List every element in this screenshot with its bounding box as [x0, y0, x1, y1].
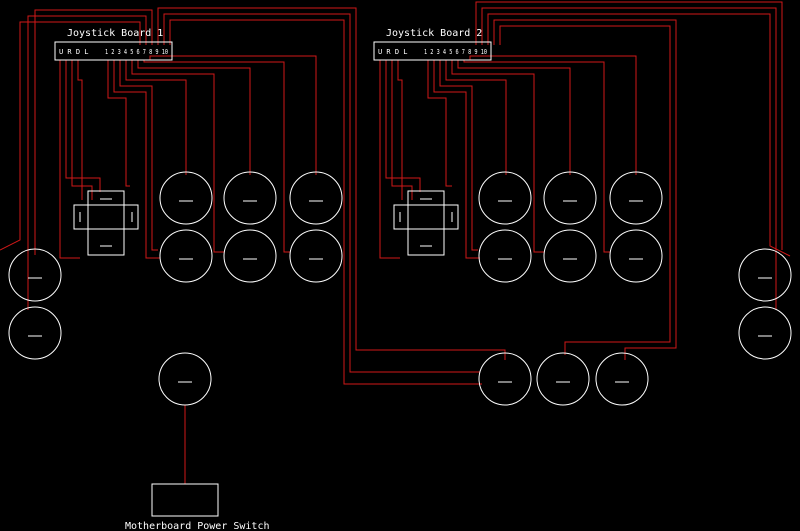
- wire-b2-p7: [463, 60, 610, 253]
- joystick-1-vertical: [87, 190, 125, 256]
- joystick-board-1: Joystick Board 1 U R D L 1 2 3 4 5 6 7 8…: [54, 28, 173, 61]
- wire-b1-p1: [107, 60, 130, 187]
- wire-b2-p1: [427, 60, 452, 187]
- wire-b2-p8: [469, 55, 637, 175]
- joystick-1-horizontal: [73, 204, 139, 230]
- joystick-2: [393, 190, 459, 256]
- button-b2-5: [543, 229, 597, 283]
- button-power: [158, 352, 212, 406]
- button-b2-6: [609, 229, 663, 283]
- board-2-connector: [373, 41, 492, 61]
- wire-left-side-1: [34, 9, 153, 255]
- board-2-pins-urdl: U R D L: [378, 48, 408, 56]
- wire-b1-r: [65, 60, 101, 192]
- wire-b2-right-3: [487, 13, 791, 257]
- wire-b1-p7: [143, 60, 290, 253]
- wire-b2-r: [385, 60, 421, 192]
- wire-left-side-2: [27, 15, 147, 310]
- button-b1-2: [223, 171, 277, 225]
- wire-b1-p2: [113, 60, 160, 259]
- wire-b1-p3: [119, 60, 158, 251]
- wire-b2-p3: [439, 60, 478, 251]
- button-b2-4: [478, 229, 532, 283]
- board-1-connector: [54, 41, 173, 61]
- wire-b1-p8: [149, 55, 317, 175]
- joystick-2-vertical: [407, 190, 445, 256]
- wire-b2-l: [397, 60, 403, 200]
- buttons: [8, 171, 792, 406]
- wire-b2-p5: [451, 60, 544, 253]
- wire-b2-right-1: [475, 1, 783, 250]
- board-1-pins-numbers: 1 2 3 4 5 6 7 8 9 10: [105, 48, 168, 56]
- wire-b2-bottom-1: [493, 19, 677, 360]
- button-b1-3: [289, 171, 343, 225]
- motherboard-power-switch: Motherboard Power Switch: [125, 483, 270, 531]
- button-b2-3: [609, 171, 663, 225]
- wire-b2-right-2: [481, 7, 777, 310]
- wire-b2-bottom-2: [499, 25, 671, 355]
- button-b1-4: [159, 229, 213, 283]
- button-b2-2: [543, 171, 597, 225]
- power-switch-box: [151, 483, 219, 517]
- wires: [0, 1, 791, 484]
- wire-b1-to-bottom-2: [163, 13, 480, 373]
- wire-b1-u: [59, 60, 80, 259]
- button-switch-marks: [28, 200, 772, 383]
- wire-b1-p6: [137, 60, 251, 175]
- wire-left-side-3: [0, 21, 141, 251]
- joystick-2-horizontal: [393, 204, 459, 230]
- button-left-side-2: [8, 306, 62, 360]
- button-bottom-3: [595, 352, 649, 406]
- wire-b1-to-bottom-3: [169, 19, 482, 385]
- button-left-side-1: [8, 248, 62, 302]
- button-right-side-1: [738, 248, 792, 302]
- joystick-1: [73, 190, 139, 256]
- button-right-side-2: [738, 306, 792, 360]
- board-2-title: Joystick Board 2: [386, 28, 482, 39]
- wire-b2-p4: [445, 60, 507, 175]
- button-b1-6: [289, 229, 343, 283]
- wire-b1-p4: [125, 60, 187, 175]
- wire-b1-to-bottom-1: [157, 7, 506, 360]
- wire-b1-p5: [131, 60, 224, 253]
- joystick-board-2: Joystick Board 2 U R D L 1 2 3 4 5 6 7 8…: [373, 28, 492, 61]
- board-2-pins-numbers: 1 2 3 4 5 6 7 8 9 10: [424, 48, 487, 56]
- button-bottom-1: [478, 352, 532, 406]
- button-b2-1: [478, 171, 532, 225]
- button-b1-1: [159, 171, 213, 225]
- button-bottom-2: [536, 352, 590, 406]
- board-1-pins-urdl: U R D L: [59, 48, 89, 56]
- board-1-title: Joystick Board 1: [67, 28, 163, 39]
- wire-b1-l: [77, 60, 83, 200]
- button-b1-5: [223, 229, 277, 283]
- wire-b2-u: [379, 60, 400, 259]
- wire-b2-p2: [433, 60, 480, 259]
- power-switch-label: Motherboard Power Switch: [125, 521, 270, 531]
- wire-b2-p6: [457, 60, 571, 175]
